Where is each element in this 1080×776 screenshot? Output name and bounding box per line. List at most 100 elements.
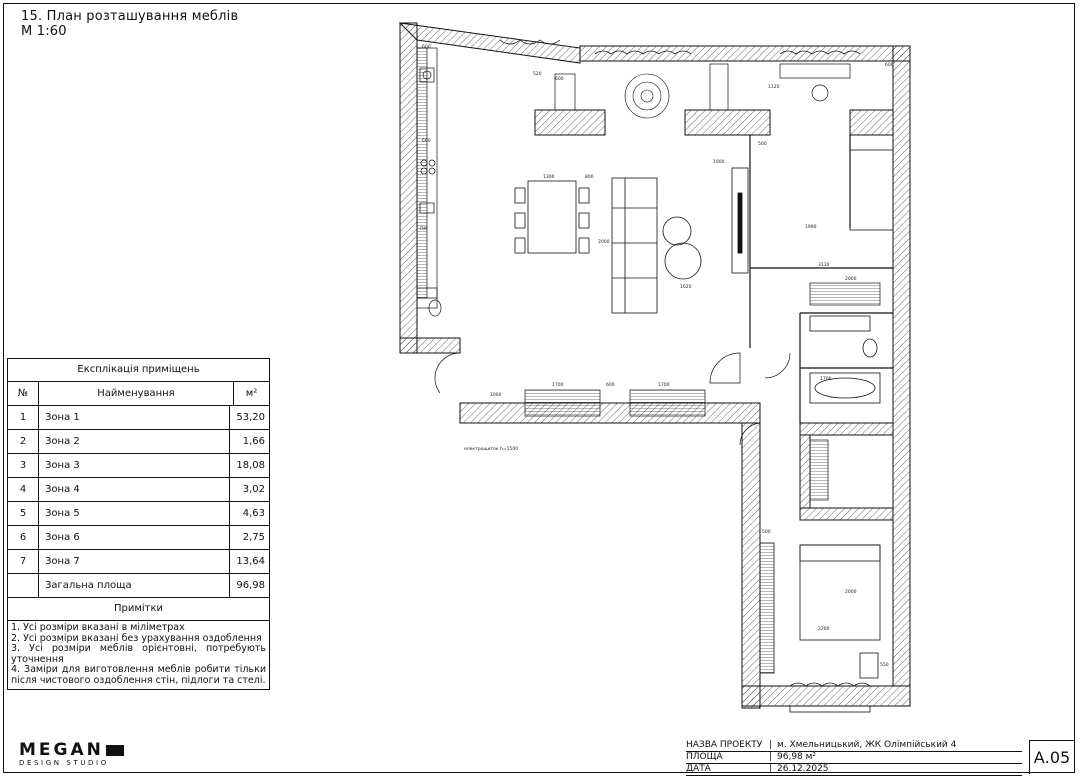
- svg-text:1700: 1700: [658, 382, 670, 388]
- col-area: м²: [245, 388, 258, 399]
- table-row: 3 Зона 3 18,08: [8, 454, 269, 478]
- svg-text:1000: 1000: [490, 392, 502, 398]
- date-value: 26.12.2025: [777, 764, 829, 774]
- title-line-1: 15. План розташування меблів: [21, 9, 239, 24]
- dimension-labels: 600 520 600 600 1120 600 500 1000 1300 8…: [420, 44, 894, 668]
- row-area: 2,75: [242, 532, 265, 543]
- svg-text:520: 520: [533, 71, 542, 77]
- explication-table: Експлікація приміщень № Найменування м² …: [7, 358, 270, 690]
- title-block: НАЗВА ПРОЕКТУ | м. Хмельницький, ЖК Олім…: [686, 740, 1022, 776]
- table-row: 2 Зона 2 1,66: [8, 430, 269, 454]
- svg-text:2000: 2000: [598, 239, 610, 245]
- row-number: 4: [8, 478, 39, 501]
- svg-text:1700: 1700: [820, 376, 832, 382]
- area-value: 96,98 м²: [777, 752, 817, 762]
- notes-list: 1. Усі розміри вказані в міліметрах 2. У…: [8, 621, 269, 689]
- area-row: ПЛОЩА | 96,98 м²: [686, 752, 1022, 764]
- svg-text:500: 500: [762, 529, 771, 535]
- bed-room-7: [759, 542, 881, 679]
- logo-brand: MEGAN: [19, 740, 104, 760]
- table-row: 5 Зона 5 4,63: [8, 502, 269, 526]
- date-row: ДАТА | 26.12.2025: [686, 764, 1022, 776]
- kitchen-furniture: [416, 47, 442, 317]
- table-row: 4 Зона 4 3,02: [8, 478, 269, 502]
- total-row: Загальна площа 96,98: [8, 574, 269, 598]
- row-area: 53,20: [236, 412, 265, 423]
- total-area: 96,98: [236, 580, 265, 591]
- explication-title: Експлікація приміщень: [8, 359, 269, 382]
- separator: |: [769, 764, 773, 774]
- table-row: 6 Зона 6 2,75: [8, 526, 269, 550]
- walls: [398, 22, 911, 709]
- row-area: 18,08: [236, 460, 265, 471]
- row-area: 3,02: [242, 484, 265, 495]
- row-name: Зона 3: [39, 454, 230, 477]
- row-number: 2: [8, 430, 39, 453]
- col-name: Найменування: [39, 382, 234, 405]
- svg-text:800: 800: [585, 174, 594, 180]
- notes-title: Примітки: [8, 598, 269, 621]
- svg-text:2000: 2000: [845, 276, 857, 282]
- row-number: 3: [8, 454, 39, 477]
- col-number: №: [8, 382, 39, 405]
- svg-text:1120: 1120: [768, 84, 780, 90]
- sofa: [611, 177, 702, 314]
- date-label: ДАТА: [686, 764, 711, 774]
- sheet-frame: [3, 3, 1075, 773]
- logo-block-icon: [105, 744, 124, 756]
- drawing-title: 15. План розташування меблів М 1:60: [21, 9, 238, 39]
- row-number: 1: [8, 406, 39, 429]
- svg-text:3130: 3130: [818, 262, 830, 268]
- row-name: Зона 1: [39, 406, 230, 429]
- svg-text:2200: 2200: [818, 626, 830, 632]
- workspace: [554, 63, 851, 111]
- dining-table: [514, 180, 590, 254]
- svg-text:600: 600: [885, 62, 894, 68]
- bed-room-3: [849, 134, 894, 231]
- sheet-number: А.05: [1029, 740, 1074, 774]
- svg-text:електрощиток h=1500: електрощиток h=1500: [464, 446, 518, 452]
- row-name: Зона 5: [39, 502, 230, 525]
- wardrobes: [524, 282, 881, 501]
- area-label: ПЛОЩА: [686, 752, 723, 762]
- doors: [434, 352, 791, 446]
- row-name: Зона 6: [39, 526, 230, 549]
- row-name: Зона 2: [39, 430, 230, 453]
- project-label: НАЗВА ПРОЕКТУ: [686, 740, 763, 750]
- floor-plan: 600 520 600 600 1120 600 500 1000 1300 8…: [398, 22, 911, 713]
- note-item: 3. Усі розміри меблів орієнтовні, потреб…: [11, 643, 266, 665]
- project-value: м. Хмельницький, ЖК Олімпійський 4: [777, 740, 957, 750]
- row-area: 1,66: [242, 436, 265, 447]
- studio-logo: MEGAN DESIGN STUDIO: [19, 740, 124, 767]
- tv-stand: [731, 167, 749, 274]
- table-row: 1 Зона 1 53,20: [8, 406, 269, 430]
- row-area: 4,63: [242, 508, 265, 519]
- svg-text:600: 600: [422, 138, 431, 144]
- svg-text:ПМ: ПМ: [420, 226, 427, 232]
- svg-text:1000: 1000: [713, 159, 725, 165]
- row-area: 13,64: [236, 556, 265, 567]
- total-label: Загальна площа: [39, 574, 230, 597]
- note-item: 4. Заміри для виготовлення меблів робити…: [11, 664, 266, 686]
- svg-text:1990: 1990: [805, 224, 817, 230]
- note-item: 2. Усі розміри вказані без урахування оз…: [11, 632, 262, 644]
- svg-text:500: 500: [758, 141, 767, 147]
- logo-subtitle: DESIGN STUDIO: [19, 759, 109, 767]
- svg-text:550: 550: [880, 662, 889, 668]
- table-row: 7 Зона 7 13,64: [8, 550, 269, 574]
- project-row: НАЗВА ПРОЕКТУ | м. Хмельницький, ЖК Олім…: [686, 740, 1022, 752]
- row-number: 7: [8, 550, 39, 573]
- svg-text:600: 600: [606, 382, 615, 388]
- svg-text:2000: 2000: [845, 589, 857, 595]
- svg-text:1700: 1700: [552, 382, 564, 388]
- row-number: 6: [8, 526, 39, 549]
- row-number: 5: [8, 502, 39, 525]
- table-header-row: № Найменування м²: [8, 382, 269, 406]
- svg-text:600: 600: [422, 44, 431, 50]
- title-scale: М 1:60: [21, 24, 67, 39]
- svg-text:600: 600: [555, 76, 564, 82]
- note-item: 1. Усі розміри вказані в міліметрах: [11, 622, 185, 633]
- decor-rug: [624, 73, 670, 119]
- separator: |: [769, 752, 773, 762]
- total-number: [8, 574, 39, 597]
